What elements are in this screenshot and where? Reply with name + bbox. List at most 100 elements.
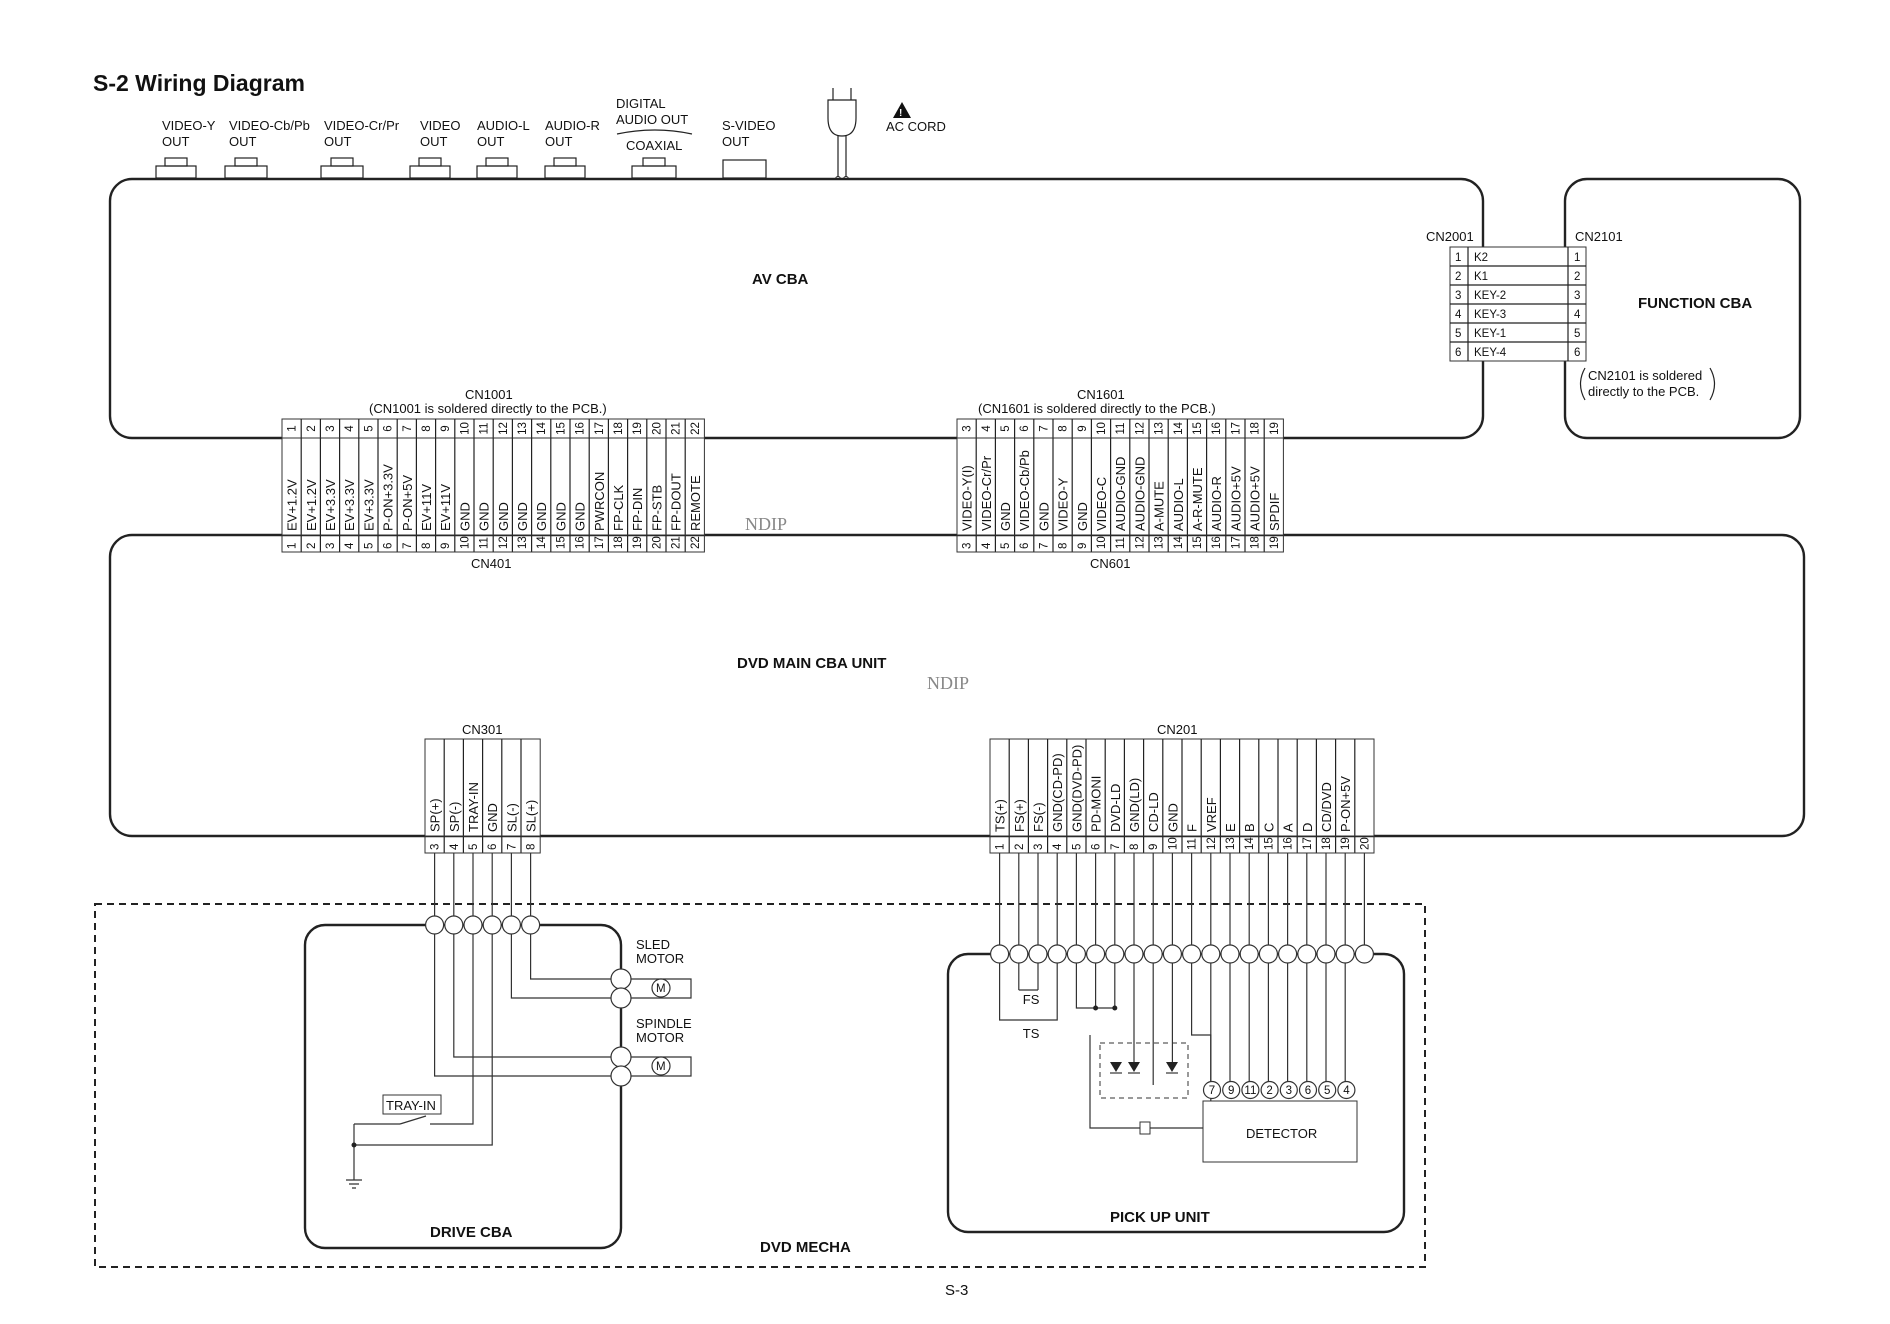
cn2001-pin: 4 xyxy=(1455,309,1462,321)
cn401-signal: EV+3.3V xyxy=(323,479,338,531)
drive-cba-label: DRIVE CBA xyxy=(430,1224,513,1241)
cn201-signal: GND(LD) xyxy=(1127,778,1142,832)
laser-diode-icon xyxy=(1128,1062,1140,1072)
cn401-pin: 1 xyxy=(287,543,299,549)
cn401-signal: EV+3.3V xyxy=(342,479,357,531)
cn401-pin: 12 xyxy=(498,536,510,549)
jack-label-audio-r-out: OUT xyxy=(545,134,573,149)
detector-pin: 2 xyxy=(1266,1085,1272,1097)
ac-cord-label: AC CORD xyxy=(886,119,946,134)
cn401-pin: 4 xyxy=(344,542,356,549)
cn401-top-pin: 21 xyxy=(671,422,683,435)
spindle-wire-minus xyxy=(453,934,611,1058)
detector-pin: 11 xyxy=(1244,1085,1256,1097)
pickup-terminal xyxy=(1124,944,1144,964)
cn201-signal: C xyxy=(1261,823,1276,832)
motor-symbol: M xyxy=(656,983,666,995)
cn401-signal: GND xyxy=(496,502,511,531)
watermark-2: NDIP xyxy=(927,673,969,693)
cn401-signal: FP-CLK xyxy=(611,484,626,531)
cn401-top-pin: 5 xyxy=(363,425,375,431)
cn601-signal: A-R-MUTE xyxy=(1190,467,1205,531)
detector-pin-circle xyxy=(1337,1080,1356,1100)
cn401-pin: 10 xyxy=(459,536,471,549)
detector-pin-circle xyxy=(1241,1080,1260,1100)
pickup-terminal xyxy=(1028,944,1048,964)
cn401-signal: P-ON+5V xyxy=(400,475,415,531)
detector-pin-circle xyxy=(1202,1080,1222,1100)
cn401-pin: 19 xyxy=(632,536,644,549)
cn401-top-pin: 3 xyxy=(325,425,337,431)
motor-terminal xyxy=(610,1046,632,1068)
detector-pin: 4 xyxy=(1343,1085,1350,1097)
motor-terminal xyxy=(610,1065,632,1087)
gnd-wire xyxy=(354,934,493,1146)
cn301-label: CN301 xyxy=(462,722,502,737)
cn601-top-pin: 13 xyxy=(1154,422,1166,435)
cn2101-note-line2: directly to the PCB. xyxy=(1588,384,1699,399)
cn601-signal: GND xyxy=(1036,502,1051,531)
cn401-top-pin: 4 xyxy=(344,425,356,432)
cn601-signal: AUDIO-GND xyxy=(1132,457,1147,531)
cn601-pin: 16 xyxy=(1211,536,1223,549)
cn601-bottom-row xyxy=(956,534,1284,553)
cn2001-pin: 2 xyxy=(1455,271,1461,283)
cn401-top-pin: 18 xyxy=(613,422,625,435)
svg-text:!: ! xyxy=(899,108,902,119)
cn201-pin: 11 xyxy=(1187,838,1199,850)
cn2001-pin: 5 xyxy=(1455,328,1461,340)
detector-pin-circle xyxy=(1279,1080,1298,1100)
cn401-pin: 14 xyxy=(536,536,548,549)
cn601-signal-strip xyxy=(956,437,1284,536)
cn201-signal: GND xyxy=(1165,803,1180,832)
cn201-pin: 6 xyxy=(1091,844,1103,850)
diagram-title: S-2 Wiring Diagram xyxy=(93,70,305,96)
cn601-top-pin: 3 xyxy=(962,425,974,431)
av-cba-board xyxy=(108,177,1485,440)
tray-switch-blade xyxy=(399,1115,427,1125)
cn401-top-pin: 19 xyxy=(632,422,644,435)
pickup-terminal xyxy=(1085,944,1106,964)
cn401-pin: 13 xyxy=(517,536,529,549)
cn401-top-pin: 17 xyxy=(594,422,606,435)
cn201-pin: 9 xyxy=(1148,844,1160,850)
cn601-top-pin: 11 xyxy=(1115,423,1127,435)
cn601-pin: 6 xyxy=(1019,543,1031,549)
cn301-signal: SL(+) xyxy=(524,800,539,832)
cn401-signal: GND xyxy=(553,502,568,531)
cn601-pin: 3 xyxy=(962,543,974,549)
cn301-pin: 4 xyxy=(449,843,461,850)
jack-label-audio-l: AUDIO-L xyxy=(477,118,530,133)
cn401-pin: 17 xyxy=(594,536,606,549)
cn201-signal: GND(DVD-PD) xyxy=(1069,745,1084,832)
cn601-top-pin: 9 xyxy=(1077,425,1089,431)
cn601-signal: VIDEO-Y(I) xyxy=(960,465,975,531)
cn601-signal: AUDIO-L xyxy=(1171,478,1186,531)
cn401-pin: 16 xyxy=(575,536,587,549)
cn601-pin: 15 xyxy=(1192,536,1204,549)
cn601-signal: VIDEO-Cr/Pr xyxy=(979,455,994,531)
tray-in-label: TRAY-IN xyxy=(386,1098,436,1113)
cn201-pin: 7 xyxy=(1110,844,1122,850)
pickup-terminal xyxy=(1354,944,1375,964)
cn2001-signal: KEY-3 xyxy=(1474,309,1506,321)
fs-label: FS xyxy=(1023,992,1040,1007)
cn201-signal: CD-LD xyxy=(1146,792,1161,832)
cn401-pin: 15 xyxy=(555,536,567,549)
cn401-top-pin: 7 xyxy=(402,425,414,431)
ld-wires xyxy=(1133,963,1173,1062)
dvd-mecha-label: DVD MECHA xyxy=(760,1239,851,1256)
cn2001-pin: 3 xyxy=(1455,290,1461,302)
cn1001-label: CN1001 xyxy=(465,387,513,402)
cn401-signal: GND xyxy=(534,502,549,531)
jack-label-video-cb: VIDEO-Cb/Pb xyxy=(229,118,310,133)
cn2001-signal: KEY-4 xyxy=(1474,347,1507,359)
detector-pin: 9 xyxy=(1228,1085,1234,1097)
cn201-signal: D xyxy=(1300,823,1315,832)
cn201-signal: F xyxy=(1185,824,1200,832)
ts-coil xyxy=(999,963,1058,1021)
pickup-terminal xyxy=(1143,944,1163,964)
cn601-pin: 12 xyxy=(1134,536,1146,549)
